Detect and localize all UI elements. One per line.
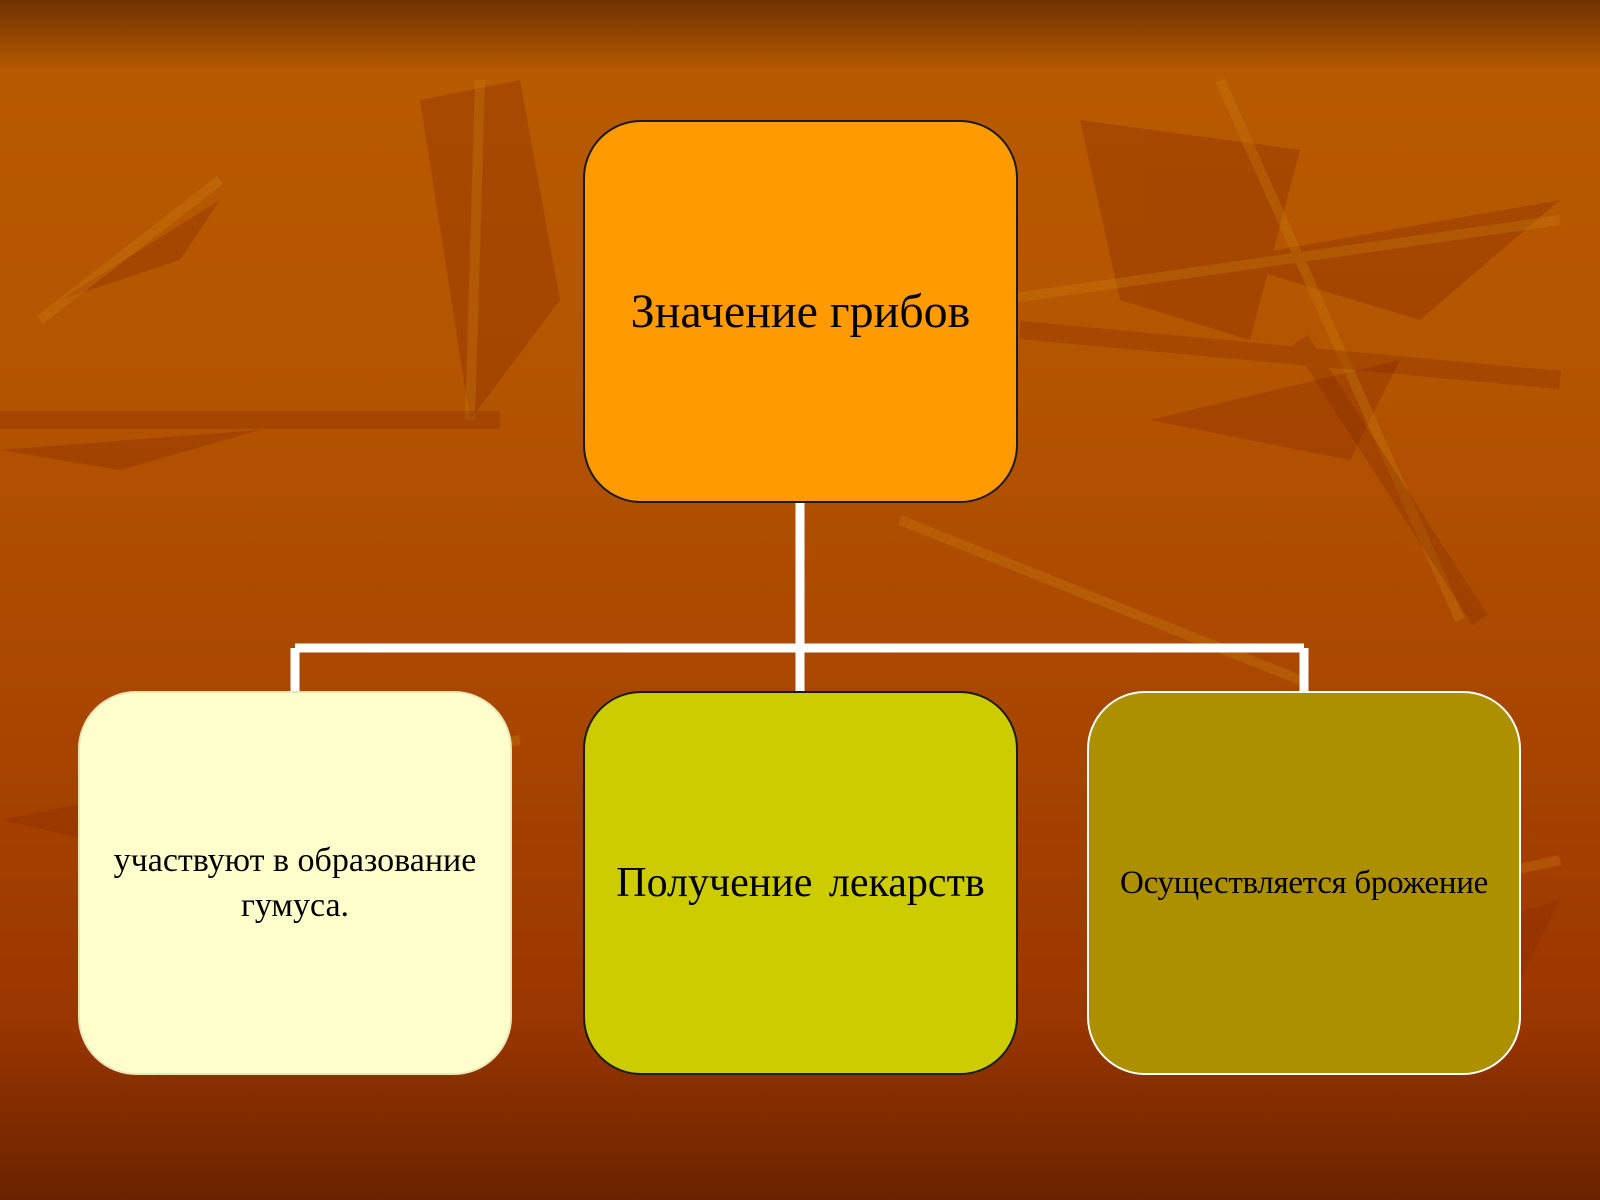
child-node-label: Получение лекарств [616, 860, 985, 906]
child-node-medicine: Получение лекарств [583, 691, 1018, 1075]
child-node-humus: участвуют в образование гумуса. [78, 691, 512, 1075]
child-node-label: Осуществляется брожение [1120, 864, 1488, 901]
child-node-label: участвуют в образование гумуса. [113, 842, 477, 924]
root-node-label: Значение грибов [630, 285, 971, 338]
child-node-fermentation: Осуществляется брожение [1087, 691, 1521, 1075]
root-node: Значение грибов [583, 120, 1018, 503]
